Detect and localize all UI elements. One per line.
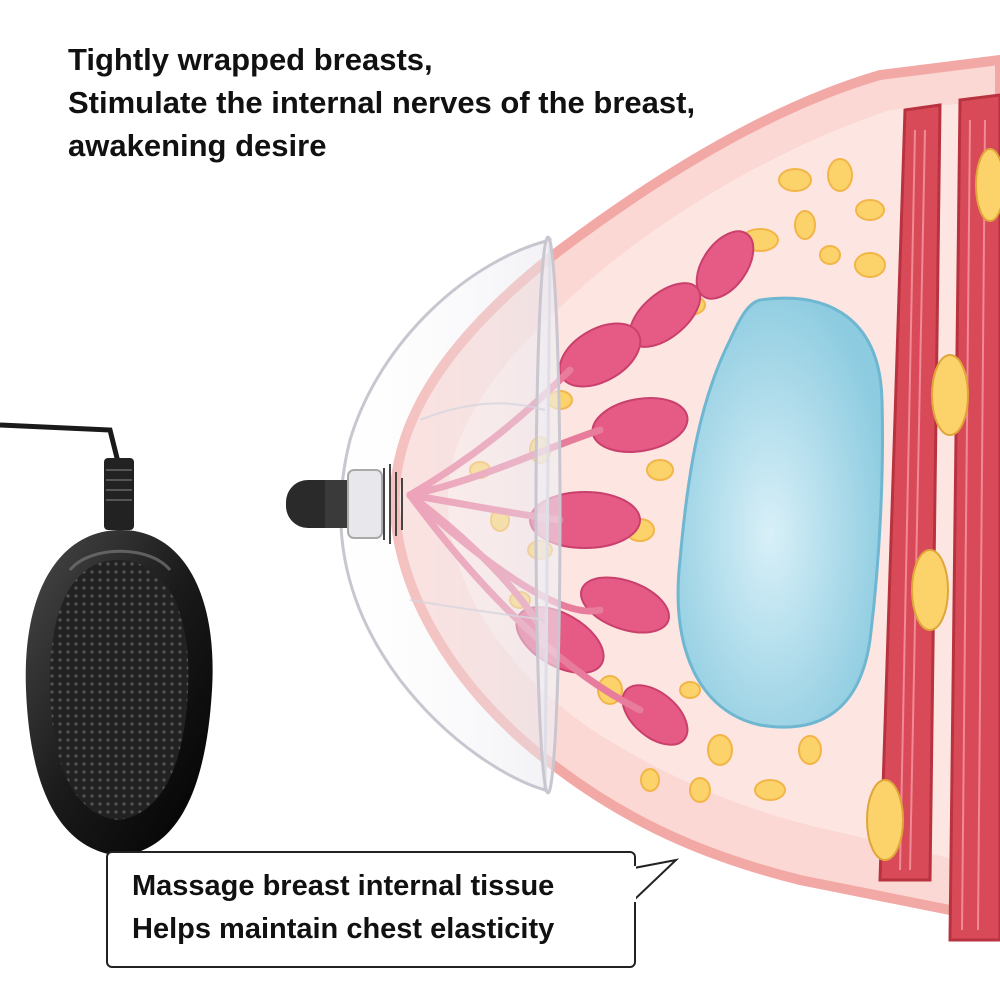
- cable-plug: [104, 458, 134, 530]
- callout-box: [106, 851, 636, 968]
- headline-line-1: Tightly wrapped breasts,: [68, 42, 433, 77]
- callout-text: Massage breast internal tissue Helps mai…: [132, 865, 652, 951]
- suction-cup: [339, 235, 562, 795]
- tissue-blue-region: [676, 296, 884, 729]
- chest-muscle: [866, 93, 1000, 942]
- remote-controller: [25, 529, 213, 856]
- headline-text: Tightly wrapped breasts, Stimulate the i…: [68, 38, 828, 167]
- power-cable: [0, 422, 121, 463]
- callout-line-2: Helps maintain chest elasticity: [132, 913, 555, 945]
- headline-line-2: Stimulate the internal nerves of the bre…: [68, 85, 696, 120]
- plug-ridges: [106, 469, 132, 501]
- vibrator-nub: [286, 464, 403, 544]
- headline-line-3: awakening desire: [68, 128, 327, 163]
- callout-line-1: Massage breast internal tissue: [132, 870, 555, 902]
- callout-tail: [630, 858, 680, 902]
